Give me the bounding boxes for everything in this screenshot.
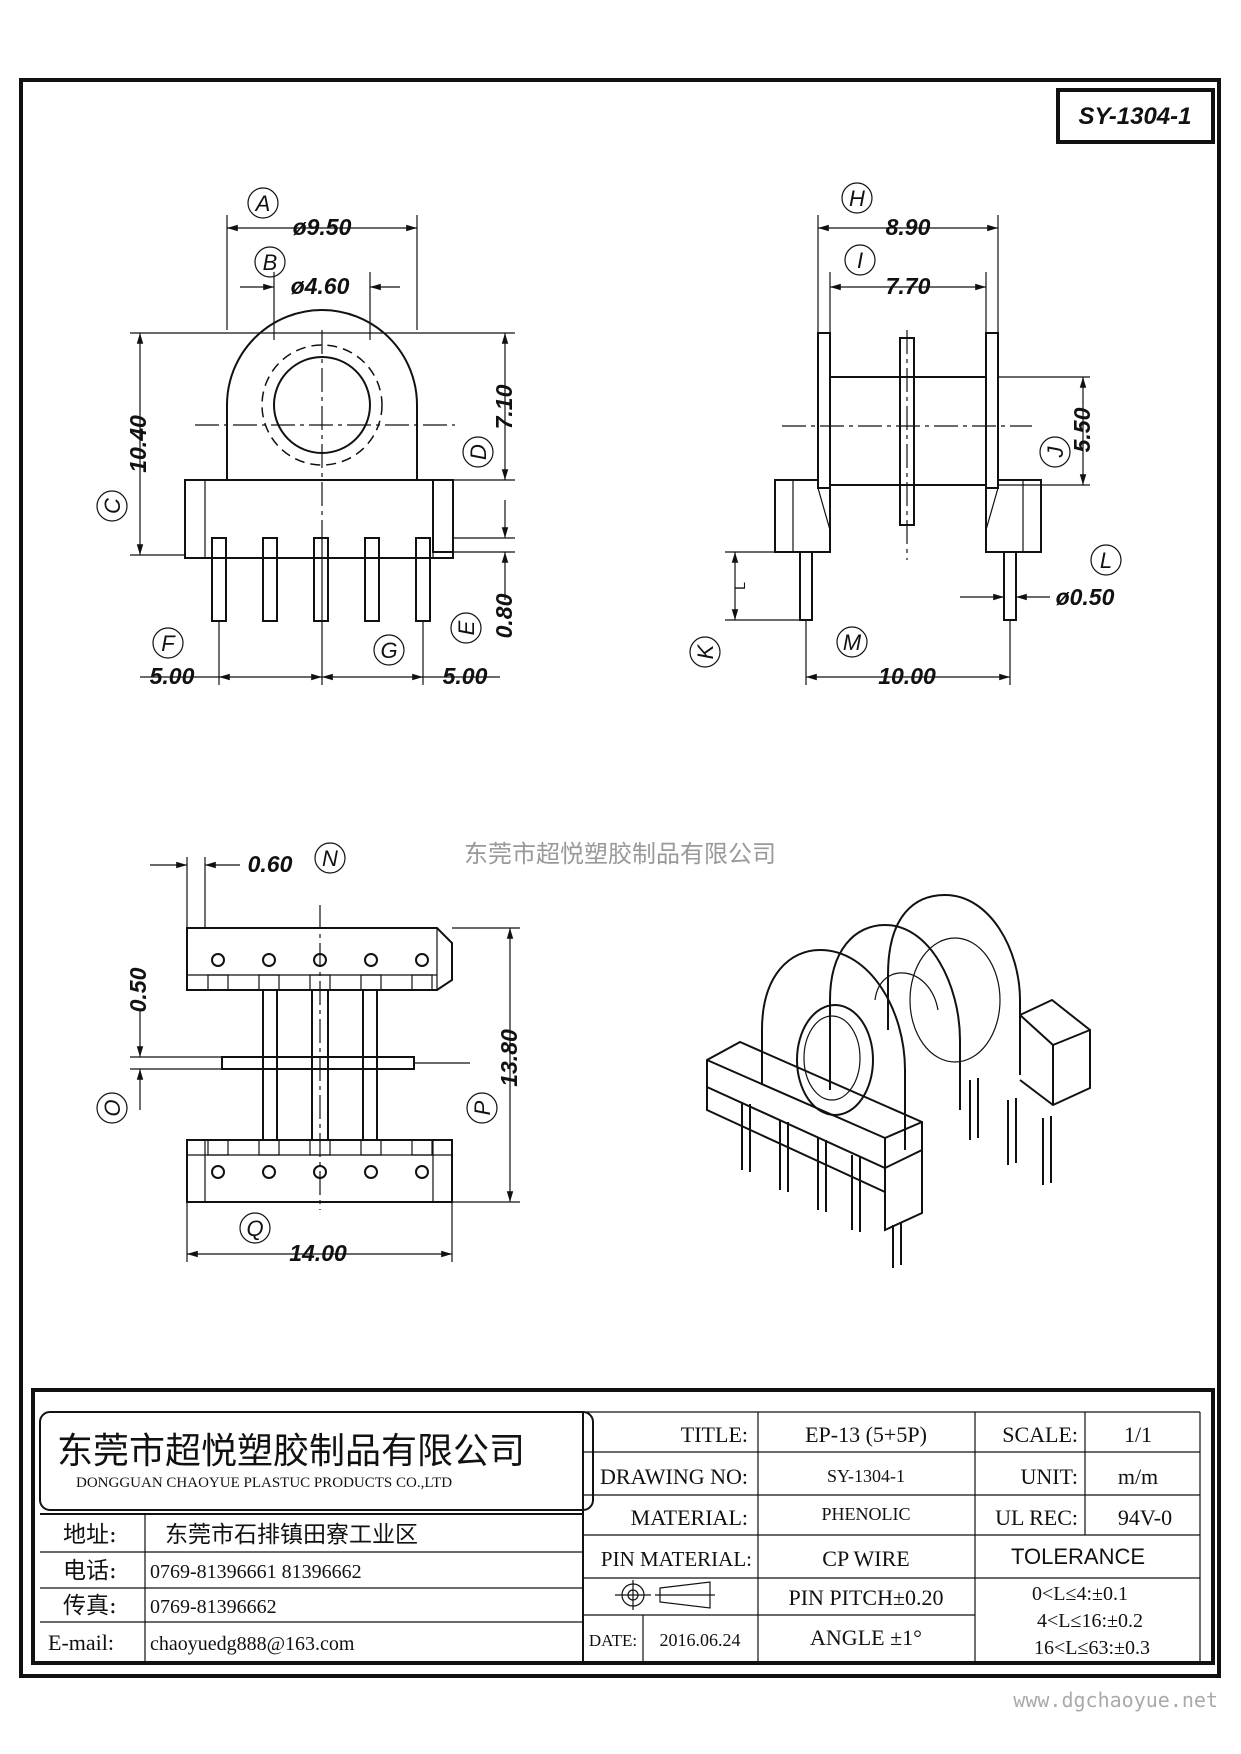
phone-label: 电话: bbox=[63, 1558, 117, 1584]
label-d: D bbox=[466, 444, 491, 460]
dim-c-value: 10.40 bbox=[125, 415, 151, 473]
tolerance-label: TOLERANCE bbox=[1011, 1544, 1145, 1569]
email-label: E-mail: bbox=[48, 1630, 114, 1655]
drawing-code-box: SY-1304-1 bbox=[1056, 88, 1215, 144]
label-p: P bbox=[470, 1100, 495, 1115]
drawing-no-label: DRAWING NO: bbox=[600, 1464, 748, 1489]
label-h: H bbox=[849, 186, 865, 211]
dim-q-value: 14.00 bbox=[289, 1240, 347, 1266]
pin-material-label: PIN MATERIAL: bbox=[601, 1547, 752, 1571]
title-block: 东莞市超悦塑胶制品有限公司 DONGGUAN CHAOYUE PLASTUC P… bbox=[31, 1388, 1215, 1665]
tolerance-1: 0<L≤4:±0.1 bbox=[1032, 1583, 1128, 1605]
website-url: www.dgchaoyue.net bbox=[1013, 1688, 1218, 1712]
drawing-border bbox=[19, 78, 1221, 1678]
label-c: C bbox=[100, 498, 125, 514]
tolerance-3: 16<L≤63:±0.3 bbox=[1034, 1637, 1150, 1659]
fax-value: 0769-81396662 bbox=[150, 1596, 277, 1618]
ul-rec-value: 94V-0 bbox=[1118, 1505, 1172, 1530]
label-o: O bbox=[100, 1099, 125, 1116]
side-view: 8.90 H 7.70 I 5.50 J L K ø0.50 L 10 bbox=[689, 182, 1122, 689]
address-label: 地址: bbox=[63, 1522, 117, 1548]
material-value: PHENOLIC bbox=[822, 1504, 911, 1524]
dim-a-value: ø9.50 bbox=[293, 214, 352, 240]
label-k: K bbox=[693, 643, 718, 659]
date-value: 2016.06.24 bbox=[660, 1630, 741, 1650]
drawing-code: SY-1304-1 bbox=[1079, 103, 1192, 130]
title-label: TITLE: bbox=[681, 1422, 748, 1447]
material-label: MATERIAL: bbox=[631, 1505, 748, 1530]
company-name-cn: 东莞市超悦塑胶制品有限公司 bbox=[57, 1431, 525, 1472]
fax-label: 传真: bbox=[63, 1593, 117, 1619]
projection-symbol-icon bbox=[615, 1580, 715, 1610]
label-a: A bbox=[254, 191, 271, 216]
email-value: chaoyuedg888@163.com bbox=[150, 1633, 355, 1655]
label-f: F bbox=[161, 631, 176, 656]
pin-pitch: PIN PITCH±0.20 bbox=[788, 1585, 943, 1610]
dim-o-value: 0.50 bbox=[125, 967, 151, 1012]
label-j: J bbox=[1043, 446, 1068, 459]
scale-value: 1/1 bbox=[1124, 1422, 1152, 1447]
angle-tolerance: ANGLE ±1° bbox=[810, 1625, 922, 1650]
isometric-view bbox=[706, 893, 1091, 1268]
dim-d-value: 7.10 bbox=[491, 384, 517, 429]
dim-b-value: ø4.60 bbox=[291, 273, 350, 299]
dim-h-value: 8.90 bbox=[886, 214, 931, 240]
dim-i-value: 7.70 bbox=[886, 273, 931, 299]
dim-p-value: 13.80 bbox=[496, 1029, 522, 1087]
date-label: DATE: bbox=[589, 1631, 637, 1650]
label-i: I bbox=[857, 248, 863, 273]
top-view: 0.60 N 0.50 O 13.80 P 14.00 Q bbox=[96, 842, 522, 1266]
dim-m-value: 10.00 bbox=[878, 663, 936, 689]
label-n: N bbox=[322, 846, 338, 871]
dim-j-value: 5.50 bbox=[1069, 407, 1095, 452]
label-g: G bbox=[380, 638, 397, 663]
title-value: EP-13 (5+5P) bbox=[805, 1422, 927, 1447]
label-b: B bbox=[263, 250, 278, 275]
pin-material-value: CP WIRE bbox=[822, 1546, 909, 1571]
label-q: Q bbox=[246, 1216, 263, 1241]
company-name-en: DONGGUAN CHAOYUE PLASTUC PRODUCTS CO.,LT… bbox=[76, 1475, 452, 1491]
dim-l-value: ø0.50 bbox=[1056, 584, 1115, 610]
address-value: 东莞市石排镇田寮工业区 bbox=[165, 1522, 418, 1548]
label-l: L bbox=[1100, 548, 1112, 573]
watermark-text: 东莞市超悦塑胶制品有限公司 bbox=[464, 840, 776, 868]
dim-f-value: 5.00 bbox=[150, 663, 195, 689]
front-view: ø9.50 A ø4.60 B 10.40 C 7.10 D 0.80 E bbox=[96, 187, 517, 689]
scale-label: SCALE: bbox=[1002, 1422, 1078, 1447]
dim-n-value: 0.60 bbox=[248, 851, 293, 877]
label-e: E bbox=[454, 620, 479, 635]
unit-label: UNIT: bbox=[1020, 1464, 1078, 1489]
dim-e-value: 0.80 bbox=[491, 593, 517, 638]
unit-value: m/m bbox=[1118, 1464, 1158, 1489]
tolerance-2: 4<L≤16:±0.2 bbox=[1037, 1610, 1143, 1632]
label-m: M bbox=[843, 630, 862, 655]
dim-k-value: L bbox=[732, 582, 748, 590]
phone-value: 0769-81396661 81396662 bbox=[150, 1561, 362, 1583]
dim-g-value: 5.00 bbox=[443, 663, 488, 689]
drawing-no-value: SY-1304-1 bbox=[827, 1466, 905, 1486]
ul-rec-label: UL REC: bbox=[995, 1505, 1078, 1530]
